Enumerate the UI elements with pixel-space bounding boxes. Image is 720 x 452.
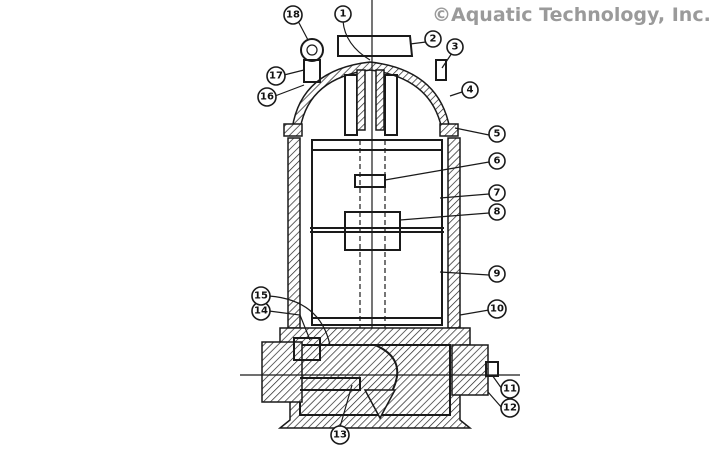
svg-text:7: 7 xyxy=(494,188,501,199)
svg-text:3: 3 xyxy=(452,42,459,53)
filter-tank xyxy=(287,137,461,330)
callout-4: 4 xyxy=(461,81,479,99)
filter-lid xyxy=(283,61,459,137)
callout-15: 15 xyxy=(251,286,271,306)
svg-text:12: 12 xyxy=(503,403,517,414)
svg-text:18: 18 xyxy=(286,10,300,21)
svg-text:17: 17 xyxy=(269,71,283,82)
svg-text:16: 16 xyxy=(260,92,274,103)
callout-5: 5 xyxy=(488,125,506,143)
callout-8: 8 xyxy=(488,203,506,221)
callout-2: 2 xyxy=(424,30,442,48)
lid-knob xyxy=(337,35,414,57)
leader-lines xyxy=(268,20,503,428)
filter-base xyxy=(240,327,520,429)
svg-text:10: 10 xyxy=(490,304,504,315)
svg-text:2: 2 xyxy=(430,34,437,45)
svg-text:4: 4 xyxy=(467,85,474,96)
svg-text:9: 9 xyxy=(494,269,501,280)
callout-17: 17 xyxy=(266,66,286,86)
callout-13: 13 xyxy=(330,425,350,445)
svg-text:15: 15 xyxy=(254,291,268,302)
svg-text:6: 6 xyxy=(494,156,501,167)
callout-16: 16 xyxy=(257,87,277,107)
callout-11: 11 xyxy=(500,379,520,399)
svg-text:1: 1 xyxy=(340,9,347,20)
svg-text:11: 11 xyxy=(503,384,517,395)
svg-text:13: 13 xyxy=(333,430,347,441)
svg-text:8: 8 xyxy=(494,207,501,218)
callout-3: 3 xyxy=(446,38,464,56)
callout-6: 6 xyxy=(488,152,506,170)
air-relief-valve xyxy=(300,38,447,83)
callout-12: 12 xyxy=(500,398,520,418)
callout-1: 1 xyxy=(334,5,352,23)
callout-7: 7 xyxy=(488,184,506,202)
svg-text:14: 14 xyxy=(254,306,268,317)
svg-text:5: 5 xyxy=(494,129,501,140)
copyright-watermark: ©Aquatic Technology, Inc. xyxy=(432,4,711,26)
callout-18: 18 xyxy=(283,5,303,25)
callout-10: 10 xyxy=(487,299,507,319)
callout-9: 9 xyxy=(488,265,506,283)
